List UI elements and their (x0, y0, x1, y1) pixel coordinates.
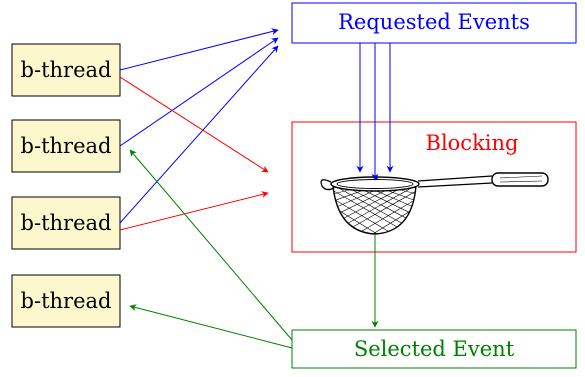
block-arrow-2 (119, 191, 269, 231)
request-arrow-1 (119, 28, 279, 71)
request-arrow-3 (119, 45, 279, 224)
selected-event-node: Selected Event (291, 329, 577, 369)
select-arrow-2 (129, 304, 293, 349)
bthread-label-2: b-thread (21, 134, 112, 158)
requested-events-node: Requested Events (291, 2, 577, 44)
requested-events-label: Requested Events (338, 10, 530, 34)
select-arrow-1 (129, 149, 293, 341)
bthread-label-3: b-thread (21, 211, 112, 235)
bthread-node-1: b-thread (11, 43, 121, 97)
block-arrows (119, 76, 269, 231)
bthread-node-4: b-thread (11, 274, 121, 328)
bthread-node-3: b-thread (11, 196, 121, 250)
bthread-node-2: b-thread (11, 119, 121, 173)
block-arrow-1 (119, 76, 269, 173)
request-arrow-2 (119, 37, 279, 147)
strainer-icon (320, 172, 549, 235)
blocking-node: Blocking (291, 121, 577, 253)
bthread-label-1: b-thread (21, 58, 112, 82)
request-arrows (119, 28, 394, 224)
bthread-label-4: b-thread (21, 289, 112, 313)
select-arrows (129, 149, 379, 349)
selected-event-label: Selected Event (354, 337, 515, 361)
blocking-label: Blocking (426, 131, 519, 155)
